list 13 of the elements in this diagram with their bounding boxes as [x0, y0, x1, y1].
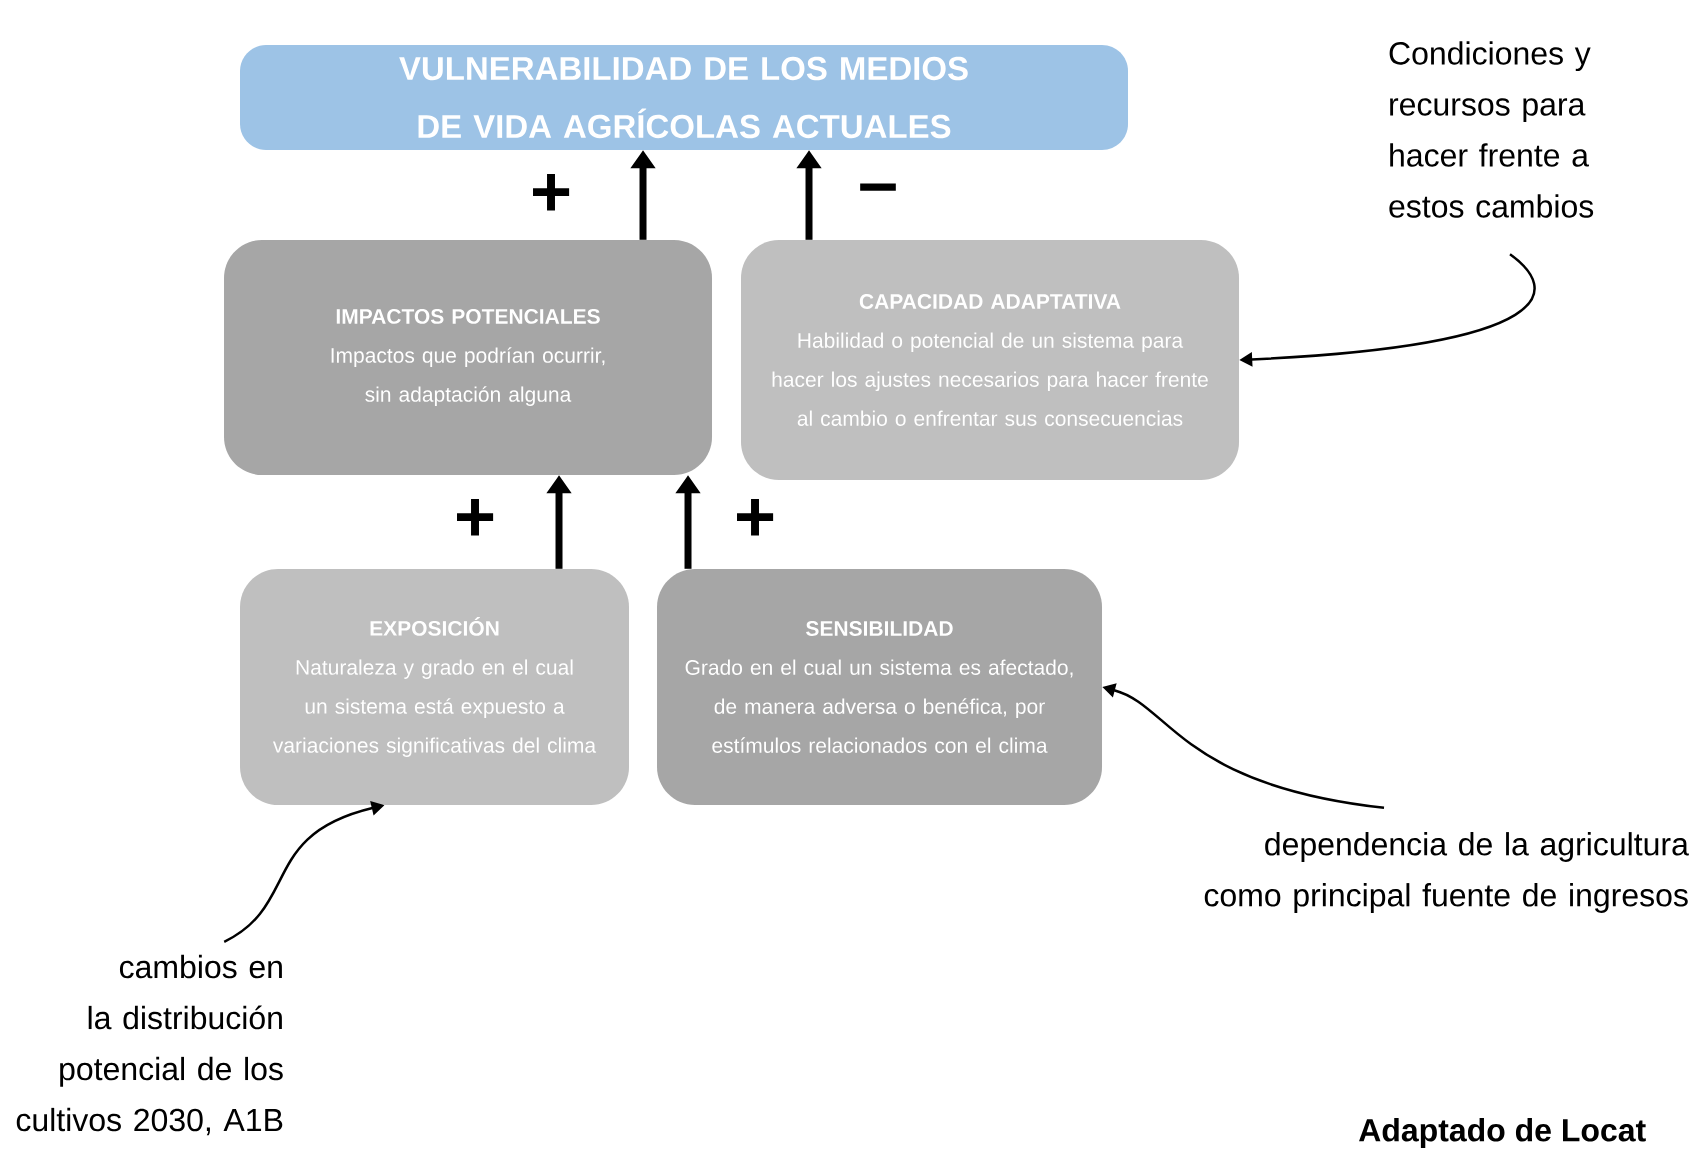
edge-label: +: [533, 173, 570, 211]
edge-label: +: [737, 498, 774, 536]
edge-label: +: [457, 498, 494, 536]
concept-box: IMPACTOS POTENCIALES Impactos que podrían ocurrir, sin adaptación alguna: [224, 240, 712, 475]
edge-label: –: [860, 183, 896, 191]
source-note: Adaptado de Locat: [1359, 1118, 1646, 1148]
title-banner: VULNERABILIDAD DE LOS MEDIOS DE VIDA AGRÍCOLAS ACTUALES: [240, 45, 1128, 150]
annotation-text: cambios en la distribución potencial de los cultivos 2030, A1B: [16, 954, 283, 1136]
annotation-text: Condiciones y recursos para hacer frente a estos cambios: [1389, 41, 1594, 218]
concept-box: CAPACIDAD ADAPTATIVA Habilidad o potencial de un sistema para hacer los ajustes necesarios para hacer frente al cambio o enfrentar sus consecuencias: [741, 240, 1239, 480]
concept-box: EXPOSICIÓN Naturaleza y grado en el cual un sistema está expuesto a variaciones significativas del clima: [240, 569, 629, 805]
concept-box: SENSIBILIDAD Grado en el cual un sistema es afectado, de manera adversa o benéfica, por estímulos relacionados con el clima: [657, 569, 1102, 805]
annotation-text: dependencia de la agricultura como principal fuente de ingresos: [1204, 832, 1689, 913]
